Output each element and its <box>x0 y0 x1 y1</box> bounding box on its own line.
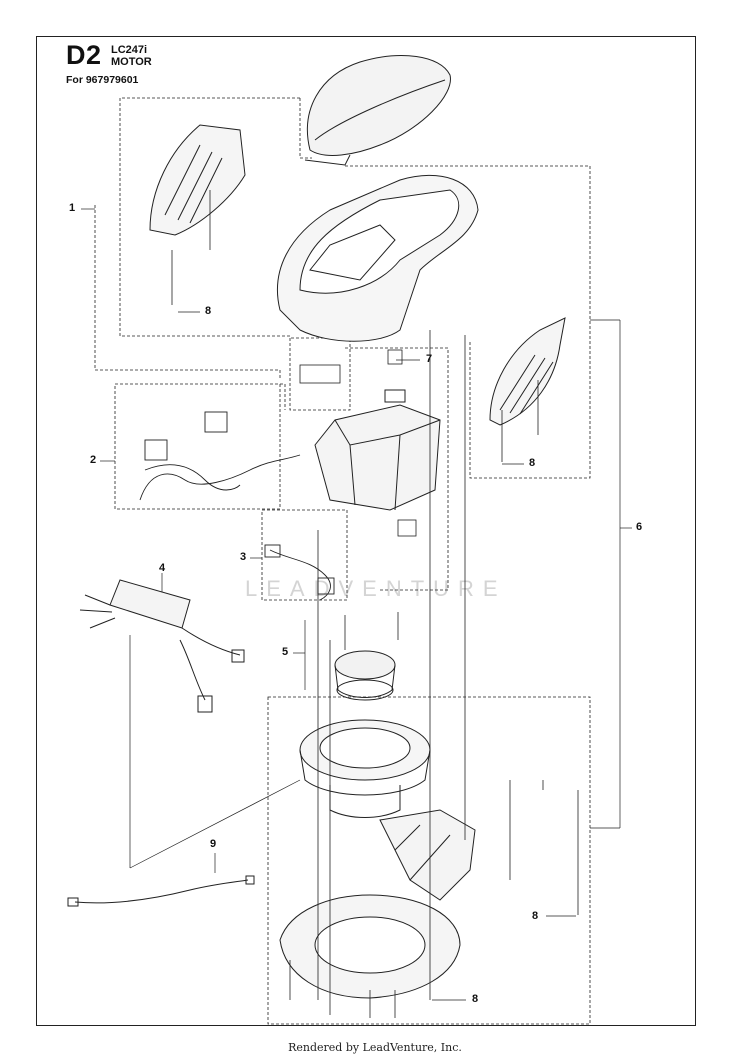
group-boxes <box>94 97 591 1025</box>
callout-4: 4 <box>159 562 166 574</box>
diagram-frame <box>36 36 696 1026</box>
wiring-harness-2 <box>139 411 301 501</box>
screw-parts <box>171 190 579 1018</box>
callout-7: 7 <box>426 353 433 365</box>
callout-8-bottom: 8 <box>472 993 479 1005</box>
callout-2: 2 <box>90 454 97 466</box>
page-code: D2 <box>66 40 102 70</box>
wiring-harness-3 <box>264 544 335 601</box>
group-box-3 <box>261 509 348 601</box>
motor-part <box>334 650 396 701</box>
serial-line: For 967979601 <box>66 74 139 86</box>
group-box-6-bottom <box>267 696 591 1025</box>
right-bracket-part <box>489 317 566 426</box>
motor-housing-part <box>299 719 431 818</box>
group-box-1 <box>119 97 351 411</box>
callout-8-right: 8 <box>529 457 536 469</box>
group-box-2 <box>114 383 281 510</box>
controller-box-part <box>79 579 245 713</box>
left-bracket-part <box>149 124 246 236</box>
callout-1: 1 <box>69 202 76 214</box>
callout-8-lower-right: 8 <box>532 910 539 922</box>
lower-housing-part <box>279 809 476 999</box>
sensor-cable-part <box>67 875 255 907</box>
battery-tray-part <box>314 389 441 511</box>
group-box-7 <box>345 347 449 591</box>
callout-3: 3 <box>240 551 247 563</box>
group-line-1 <box>94 205 281 380</box>
group-box-6-top <box>345 165 591 479</box>
switch-parts <box>299 349 417 537</box>
watermark-logo: LEADVENTURE <box>245 576 507 601</box>
callout-9: 9 <box>210 838 217 850</box>
callout-6: 6 <box>636 521 643 533</box>
model-name: LC247i <box>111 44 148 56</box>
handle-housing-part <box>276 174 479 342</box>
section-name: MOTOR <box>111 56 152 68</box>
top-cover-part <box>304 55 451 166</box>
callout-8-top-left: 8 <box>205 305 212 317</box>
callout-5: 5 <box>282 646 289 658</box>
footer-credit: Rendered by LeadVenture, Inc. <box>288 1041 462 1054</box>
